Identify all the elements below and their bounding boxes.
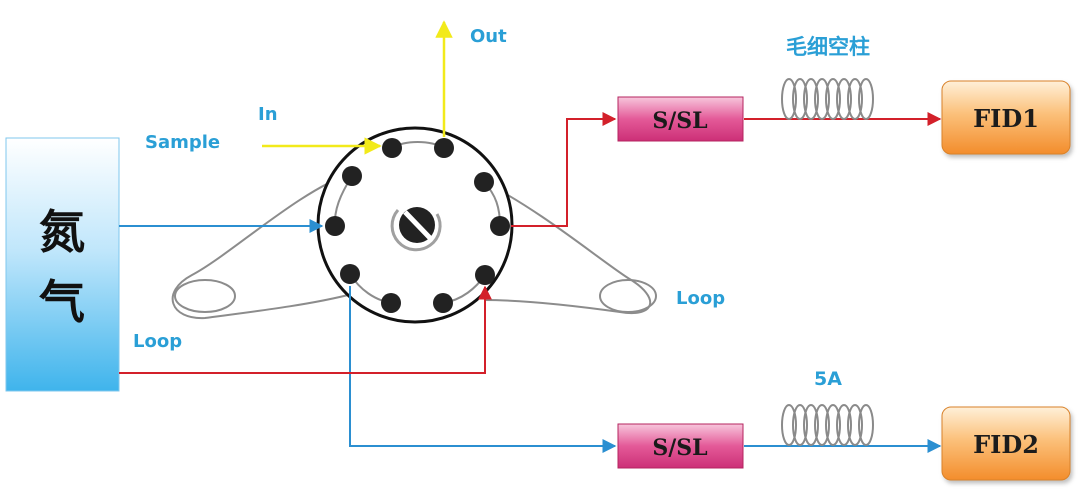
port [433,293,453,313]
label-sample: Sample [145,132,220,153]
rotor-arc [390,209,442,252]
inlet-bottom: S/SL [617,423,744,469]
red-lines [119,112,942,374]
valve-to-inlet-top [511,112,617,227]
loop-left [171,172,353,320]
carrier-to-inlet-bottom [349,286,617,453]
port [434,138,454,158]
label-loop-right: Loop [676,288,725,309]
label-column-top: 毛细空柱 [786,35,870,59]
label-in: In [258,104,278,125]
port [381,293,401,313]
detector-fid1: FID1 [941,80,1071,155]
column-bottom-coil [781,404,874,446]
sample-lines [262,20,453,155]
loop-left-ring [174,279,236,313]
port [474,172,494,192]
nitrogen-label-line2: 气 [39,275,85,329]
port [342,166,362,186]
port [340,264,360,284]
label-out: Out [470,26,507,47]
fid1-label: FID1 [973,104,1039,133]
fid2-label: FID2 [973,430,1039,459]
inlet-top: S/SL [617,96,744,142]
label-column-bottom: 5A [814,368,842,390]
port [490,216,510,236]
port [382,138,402,158]
inlet-top-label: S/SL [652,108,707,134]
inlet-bottom-label: S/SL [652,435,707,461]
label-loop-left: Loop [133,331,182,352]
nitrogen-box [5,137,120,392]
nitrogen-label-line1: 氮 [39,205,85,259]
nitrogen-source: 氮 气 [5,137,120,392]
column-top-coil [781,78,874,120]
port [475,265,495,285]
n2-to-valve-red [119,285,492,374]
ten-port-valve [316,126,514,324]
detector-fid2: FID2 [941,406,1071,481]
port [325,216,345,236]
carrier-lines [119,219,942,453]
loop-right-ring [599,279,657,313]
